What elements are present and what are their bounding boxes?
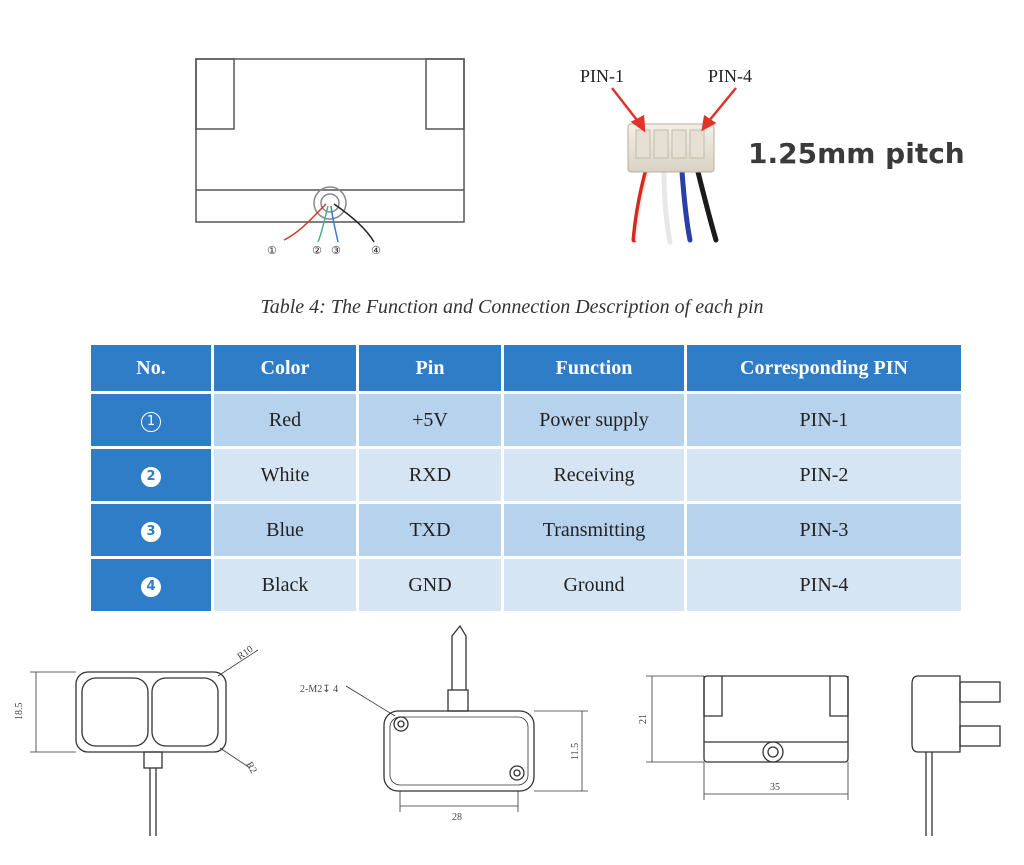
wire-number-2: ② xyxy=(312,244,322,257)
front-view-drawing xyxy=(30,649,259,836)
cell-function: Transmitting xyxy=(504,504,684,556)
dim-back-screw: 2-M2↧ 4 xyxy=(300,684,338,695)
dim-front-r10: R10 xyxy=(235,644,255,663)
cell-function: Receiving xyxy=(504,449,684,501)
dim-side-height: 21 xyxy=(638,714,649,724)
cell-color: White xyxy=(214,449,356,501)
row-number: 2 xyxy=(141,467,161,487)
wire-number-3: ③ xyxy=(331,244,341,257)
pin1-label: PIN-1 xyxy=(580,66,624,86)
table-row: 4 Black GND Ground PIN-4 xyxy=(91,559,961,611)
cell-pin: TXD xyxy=(359,504,501,556)
dim-front-r2: R2 xyxy=(243,760,258,776)
wire-number-4: ④ xyxy=(371,244,381,257)
table-caption: Table 4: The Function and Connection Des… xyxy=(260,296,764,318)
header-corresponding-pin: Corresponding PIN xyxy=(687,345,961,391)
cell-pin: GND xyxy=(359,559,501,611)
sensor-wires xyxy=(283,203,375,243)
header-function: Function xyxy=(504,345,684,391)
cell-function: Power supply xyxy=(504,394,684,446)
side-view-drawing xyxy=(646,675,849,800)
cell-pin: +5V xyxy=(359,394,501,446)
connector-housing xyxy=(627,123,715,173)
dim-back-width: 28 xyxy=(452,812,462,823)
pitch-label: 1.25mm pitch xyxy=(748,137,965,170)
pin-function-table: No. Color Pin Function Corresponding PIN… xyxy=(88,342,964,614)
cell-color: Blue xyxy=(214,504,356,556)
wire-number-1: ① xyxy=(267,244,277,257)
profile-view-drawing xyxy=(911,675,1001,836)
cell-color: Black xyxy=(214,559,356,611)
sensor-body-outline xyxy=(195,58,465,223)
table-row: 3 Blue TXD Transmitting PIN-3 xyxy=(91,504,961,556)
dim-front-height: 18.5 xyxy=(14,703,25,721)
cell-corresponding: PIN-3 xyxy=(687,504,961,556)
header-no: No. xyxy=(91,345,211,391)
cell-corresponding: PIN-4 xyxy=(687,559,961,611)
header-pin: Pin xyxy=(359,345,501,391)
cell-corresponding: PIN-2 xyxy=(687,449,961,501)
table-row: 1 Red +5V Power supply PIN-1 xyxy=(91,394,961,446)
dim-back-height: 11.5 xyxy=(570,743,581,760)
pin-arrows xyxy=(611,87,737,133)
back-view-drawing xyxy=(345,624,588,812)
cell-pin: RXD xyxy=(359,449,501,501)
table-row: 2 White RXD Receiving PIN-2 xyxy=(91,449,961,501)
row-number: 4 xyxy=(141,577,161,597)
table-header-row: No. Color Pin Function Corresponding PIN xyxy=(91,345,961,391)
cell-color: Red xyxy=(214,394,356,446)
cell-corresponding: PIN-1 xyxy=(687,394,961,446)
row-number: 1 xyxy=(141,412,161,432)
row-number: 3 xyxy=(141,522,161,542)
cell-function: Ground xyxy=(504,559,684,611)
dim-side-width: 35 xyxy=(770,782,780,793)
header-color: Color xyxy=(214,345,356,391)
pin4-label: PIN-4 xyxy=(708,66,752,86)
connector-wires xyxy=(631,169,719,245)
